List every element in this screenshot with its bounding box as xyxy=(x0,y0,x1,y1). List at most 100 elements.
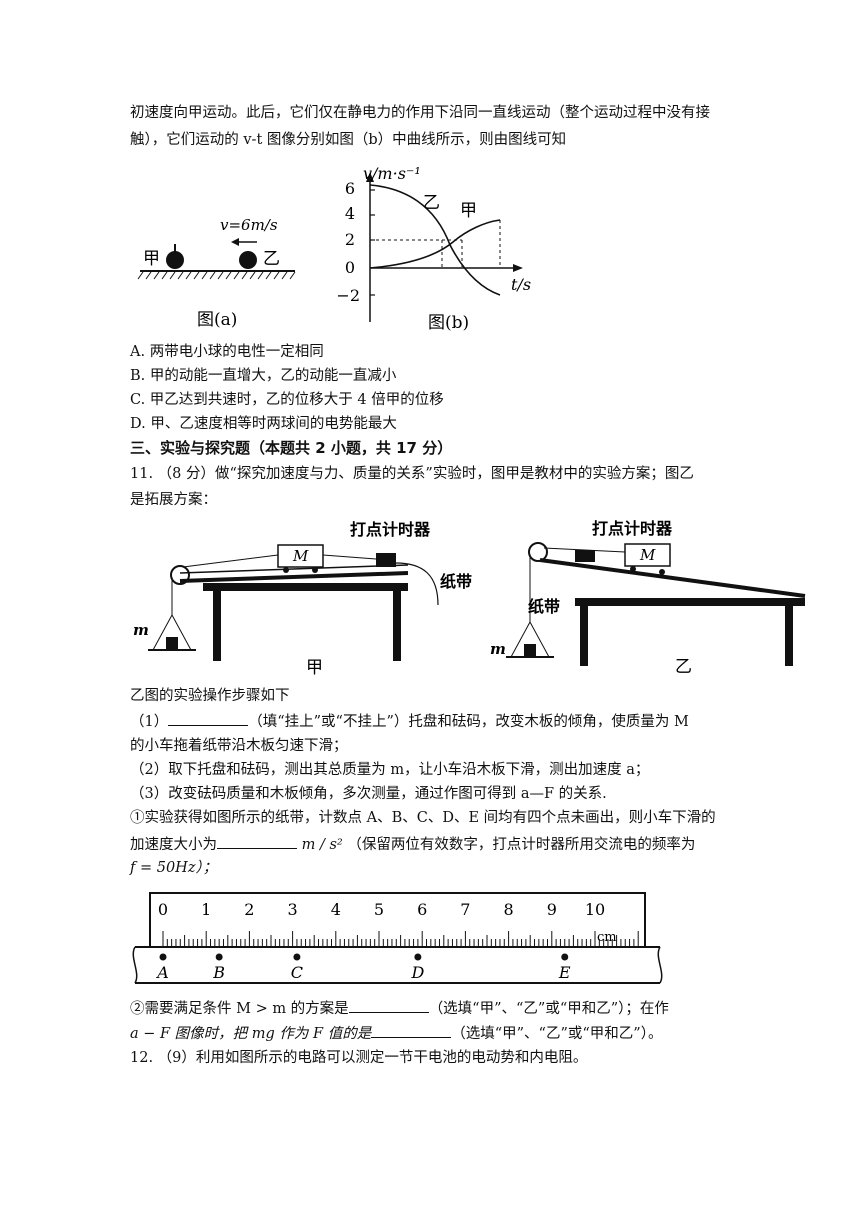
fig-a-caption: 图(a) xyxy=(197,310,237,330)
apparatus-yi: 打点计时器 M 纸带 m 乙 xyxy=(490,519,806,677)
cart-jia xyxy=(277,544,324,568)
step-2: （2）取下托盘和砝码，测出其总质量为 m，让小车沿木板下滑，测出加速度 a； xyxy=(130,762,650,778)
section-3-heading: 三、实验与探究题（本题共 2 小题，共 17 分） xyxy=(130,439,453,457)
tape-point xyxy=(293,953,301,961)
ytick-2: 2 xyxy=(345,230,355,249)
step-1: （1） （填“挂上”或“不挂上”）托盘和砝码，改变木板的倾角，使质量为 M xyxy=(130,711,689,732)
timer-jia xyxy=(376,553,396,567)
step-1-text: （填“挂上”或“不挂上”）托盘和砝码，改变木板的倾角，使质量为 M xyxy=(248,714,689,730)
curve-jia xyxy=(369,219,501,269)
fig-label-yi: 乙 xyxy=(675,657,692,677)
ball-yi xyxy=(239,251,257,269)
tape-point-label: B xyxy=(212,963,225,982)
q11-line-1: 11. （8 分）做“探究加速度与力、质量的关系”实验时，图甲是教材中的实验方案… xyxy=(130,466,694,482)
sub2-line-1: ②需要满足条件 M > m 的方案是 （选填“甲”、“乙”或“甲和乙”）；在作 xyxy=(130,998,669,1019)
tape-point xyxy=(215,953,223,961)
tape-jia xyxy=(395,562,439,606)
ruler-number: 9 xyxy=(547,900,557,919)
sub2-prefix: ②需要满足条件 M > m 的方案是 xyxy=(130,1001,349,1017)
step-1-line-2: 的小车拖着纸带沿木板匀速下滑； xyxy=(130,738,348,754)
ruler-number: 0 xyxy=(158,900,168,919)
sub2-blank-2[interactable] xyxy=(371,1023,452,1038)
curve-label-yi: 乙 xyxy=(423,193,440,213)
step-1-blank[interactable] xyxy=(168,711,249,726)
ball-jia xyxy=(166,251,184,269)
intro-line-2: 触），它们运动的 v-t 图像分别如图（b）中曲线所示，则由图线可知 xyxy=(130,132,567,148)
ytick-0: 0 xyxy=(345,258,355,277)
ruler-number: 5 xyxy=(374,900,384,919)
ruler-number: 8 xyxy=(504,900,514,919)
ruler xyxy=(149,892,646,948)
paper-tape xyxy=(135,946,660,984)
intro-line-1: 初速度向甲运动。此后，它们仅在静电力的作用下沿同一直线运动（整个运动过程中没有接 xyxy=(130,105,710,121)
ytick-neg2: −2 xyxy=(336,286,360,305)
tape-label-yi: 纸带 xyxy=(528,597,560,616)
tape-point-label: C xyxy=(291,963,303,982)
timer-label-yi: 打点计时器 xyxy=(592,519,673,538)
pulley-yi xyxy=(528,542,548,562)
q12-line-1: 12. （9）利用如图所示的电路可以测定一节干电池的电动势和内电阻。 xyxy=(130,1050,588,1066)
figure-a: 甲 乙 v=6m/s 图(a) xyxy=(137,216,296,330)
pulley-jia xyxy=(170,565,190,585)
acceleration-unit: m / s² xyxy=(301,837,343,853)
option-c: C. 甲乙达到共速时，乙的位移大于 4 倍甲的位移 xyxy=(130,392,444,408)
sub1-suffix: （保留两位有效数字，打点计时器所用交流电的频率为 xyxy=(347,837,696,853)
board-yi xyxy=(539,558,806,598)
ytick-6: 6 xyxy=(345,179,355,198)
sub2-line-2: a − F 图像时，把 mg 作为 F 值的是 （选填“甲”、“乙”或“甲和乙”）… xyxy=(130,1023,662,1044)
cart-yi xyxy=(624,543,671,567)
acceleration-blank[interactable] xyxy=(217,834,297,849)
ruler-number: 3 xyxy=(288,900,298,919)
apparatus-jia: 打点计时器 M 纸带 m 甲 xyxy=(133,520,472,678)
sub2-mid: （选填“甲”、“乙”或“甲和乙”）；在作 xyxy=(428,1001,669,1017)
cart-label-M-yi: M xyxy=(639,546,656,564)
tape-point-label: A xyxy=(155,963,169,982)
ruler-number: 2 xyxy=(244,900,254,919)
curve-label-jia: 甲 xyxy=(460,201,477,221)
fig-a-label-jia: 甲 xyxy=(143,249,160,269)
sub1-line-2: 加速度大小为 m / s² （保留两位有效数字，打点计时器所用交流电的频率为 xyxy=(130,834,695,855)
tape-point-label: D xyxy=(410,963,424,982)
q11-line-2: 是拓展方案： xyxy=(130,492,217,508)
fig-a-label-yi: 乙 xyxy=(263,249,280,269)
tape-point xyxy=(159,953,167,961)
timer-yi xyxy=(575,550,595,562)
ytick-4: 4 xyxy=(345,204,355,223)
cart-label-M-jia: M xyxy=(292,547,309,565)
ruler-number: 7 xyxy=(460,900,470,919)
tape-label-jia: 纸带 xyxy=(440,572,472,591)
tape-point xyxy=(414,953,422,961)
board-jia xyxy=(179,571,409,583)
ruler-number: 6 xyxy=(417,900,427,919)
option-b: B. 甲的动能一直增大，乙的动能一直减小 xyxy=(130,368,397,384)
option-a: A. 两带电小球的电性一定相同 xyxy=(130,344,324,360)
mass-label-m-jia: m xyxy=(133,621,149,639)
step-3: （3）改变砝码质量和木板倾角，多次测量，通过作图可得到 a—F 的关系. xyxy=(130,786,607,802)
ruler-number: 4 xyxy=(331,900,341,919)
steps-intro: 乙图的实验操作步骤如下 xyxy=(130,688,290,704)
weight-jia xyxy=(166,637,178,649)
fig-b-caption: 图(b) xyxy=(428,313,469,333)
tape-point-label: E xyxy=(558,963,571,982)
fig-label-jia: 甲 xyxy=(306,658,323,678)
ruler-number: 10 xyxy=(585,900,605,919)
y-axis-label: v/m·s⁻¹ xyxy=(363,164,421,183)
sub2-line-2-suffix: （选填“甲”、“乙”或“甲和乙”）。 xyxy=(451,1026,663,1042)
sub1-line-1: ①实验获得如图所示的纸带，计数点 A、B、C、D、E 间均有四个点未画出，则小车… xyxy=(130,810,716,826)
timer-label-jia: 打点计时器 xyxy=(350,520,431,539)
x-axis-label: t/s xyxy=(511,275,531,294)
sub2-line-2-prefix: a − F 图像时，把 mg 作为 F 值的是 xyxy=(130,1026,372,1042)
option-d: D. 甲、乙速度相等时两球间的电势能最大 xyxy=(130,416,397,432)
sub1-prefix: 加速度大小为 xyxy=(130,837,217,853)
ruler-tape-figure: 0 1 2 3 4 5 6 7 8 9 10 cm A B C D E xyxy=(132,892,663,984)
weight-yi xyxy=(524,644,536,656)
frequency-line: f = 50Hz）； xyxy=(130,860,218,876)
figure-b: v/m·s⁻¹ t/s 6 4 2 0 −2 乙 甲 图(b) xyxy=(336,164,531,333)
fig-a-velocity: v=6m/s xyxy=(220,216,278,234)
mass-label-m-yi: m xyxy=(490,640,506,658)
tape-point xyxy=(561,953,569,961)
sub2-blank-1[interactable] xyxy=(348,998,429,1013)
step-1-prefix: （1） xyxy=(130,714,169,730)
ruler-unit: cm xyxy=(597,930,617,945)
ruler-number: 1 xyxy=(201,900,211,919)
